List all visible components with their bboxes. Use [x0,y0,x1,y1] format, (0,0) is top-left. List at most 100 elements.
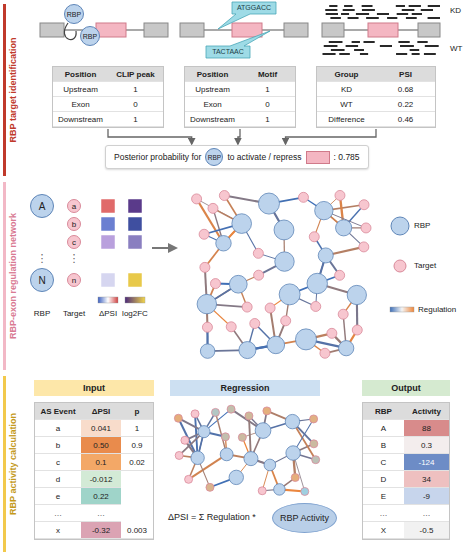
target-circle: c [67,235,81,249]
table-cell: X [363,522,404,539]
target-dot [181,436,189,444]
target-dot [226,322,236,332]
rbp-dot [279,284,300,305]
formula: ΔPSI = Σ Regulation * [168,513,256,523]
section-title: RBP activity calculation [9,413,19,515]
table-cell: 0.22 [376,97,435,112]
rbp-circle: RBP [205,148,223,166]
table-cell: d [35,471,81,488]
target-dot [210,279,220,289]
target-dot [206,483,214,491]
read [348,17,359,19]
column-label: Target [63,310,85,319]
rbp-dot [274,484,286,496]
section-bar [3,182,6,370]
target-dot [221,433,229,441]
read [356,13,369,15]
legend-text: RBP [414,221,430,230]
target-circle: n [67,273,81,287]
target-dot [281,316,291,326]
rbp-dot [264,459,276,471]
read [377,13,389,15]
header-band: Regression [170,380,320,396]
table-cell: 0.68 [376,82,435,97]
read [406,17,417,19]
read [417,41,427,43]
read [424,53,436,55]
read [380,45,392,47]
target-dot [175,451,183,459]
table-cell: … [363,505,404,522]
table-cell: -0.012 [81,471,121,488]
target-dot [250,319,260,329]
read [363,41,374,43]
read [397,13,408,15]
target-dot [310,440,318,448]
target-dot [185,475,193,483]
node-text: c [72,238,76,247]
table-cell: 0 [108,97,163,112]
table-cell: 0.22 [81,488,121,505]
table-cell: Exon [53,97,108,112]
rbp-dot [275,252,294,271]
target-dot [335,270,345,280]
connector-arrow [286,129,376,144]
table-cell: e [35,488,81,505]
rbp-dot [258,193,279,214]
target-dot [327,328,337,338]
table-cell: Downstream [53,112,108,127]
rbp-dot [200,344,214,358]
rbp-dot [315,201,333,219]
table-cell: Group [317,67,376,82]
group-label: KD [450,7,461,16]
table-cell: E [363,488,404,505]
target-dot [335,190,345,200]
table-cell: 0.1 [81,454,121,471]
rbp-circle: RBP [80,26,100,46]
table-cell: c [35,454,81,471]
table-cell: Activity [404,403,449,420]
rbp-dot [336,220,352,236]
legend-entry: RBP [414,222,430,231]
header-band: Input [34,380,154,396]
target-dot [265,303,275,313]
motif-illustration [180,2,308,58]
table-cell: C [363,454,404,471]
group-label: WT [450,45,462,54]
legend-swatch [390,307,414,312]
table-cell: WT [317,97,376,112]
read [412,53,420,55]
read [346,45,359,47]
table-cell: 1 [121,420,153,437]
legend-swatch [394,260,406,272]
target-dot [310,415,318,423]
read [412,13,422,15]
value-squares [101,199,142,287]
activity-ellipse: RBP Activity [272,503,337,533]
section-title: RBP target identification [9,38,19,143]
read [352,41,360,43]
regression-network [174,405,319,495]
target-dot [199,229,209,239]
rbp-dot [239,342,256,359]
table-cell: Difference [317,112,376,127]
flow-arrow [152,247,176,249]
rbp-circle: N [30,268,54,292]
node-text: b [72,220,76,229]
target-dot [202,322,212,332]
table-cell: 1 [108,82,163,97]
rbp-dot [229,470,243,484]
table-cell: 0.50 [81,437,121,454]
result-box: Posterior probability forto activate / r… [105,145,369,169]
rbp-dot [191,451,204,464]
target-dot [338,309,348,319]
read [329,41,343,43]
rbp-dot [286,446,301,461]
table-cell: 88 [404,420,449,437]
rbp-dot [285,414,299,428]
section-bar [3,4,6,176]
read [428,17,440,19]
rbp-dot [216,236,231,251]
rbp-dot [274,220,294,240]
table-cell: 0 [240,97,295,112]
